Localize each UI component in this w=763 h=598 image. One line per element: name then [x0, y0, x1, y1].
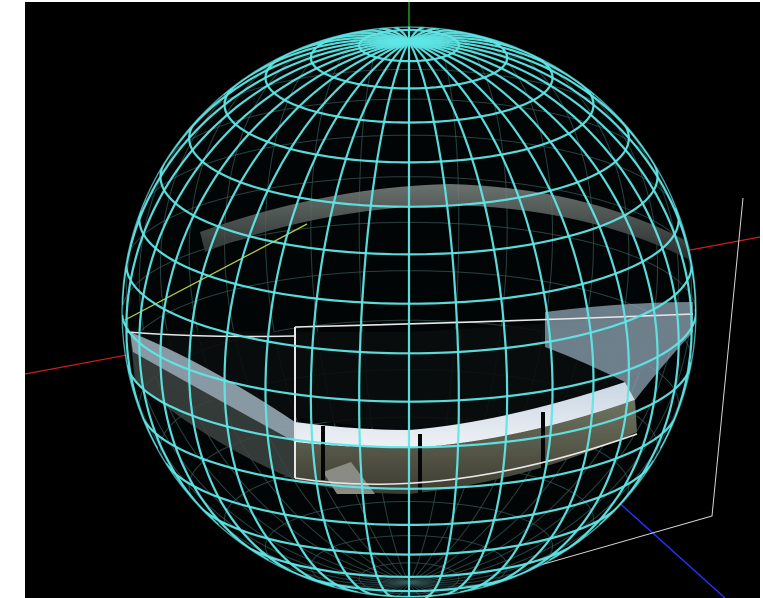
- meridian-line: [309, 40, 410, 597]
- latitude-line: [140, 415, 410, 490]
- latitude-line: [122, 314, 410, 403]
- meridian-line: [358, 40, 410, 597]
- meridian-line: [408, 40, 554, 594]
- meridian-line: [378, 27, 410, 43]
- sphere-front-grid: [122, 27, 696, 597]
- meridian-line-back: [408, 35, 595, 583]
- latitude-line: [409, 80, 595, 164]
- meridian-line: [408, 40, 693, 450]
- meridian-line-back: [188, 44, 410, 583]
- latitude-line: [408, 308, 696, 403]
- meridian-line: [360, 29, 410, 43]
- latitude-line: [409, 50, 554, 124]
- latitude-line: [187, 118, 410, 208]
- meridian-line: [408, 40, 696, 313]
- latitude-line: [408, 504, 622, 556]
- meridian-line: [408, 40, 659, 562]
- latitude-line: [239, 541, 410, 578]
- meridian-line: [159, 40, 410, 562]
- meridian-line: [122, 40, 410, 305]
- meridian-line: [338, 31, 410, 43]
- meridian-line-back: [408, 30, 553, 583]
- meridian-line: [408, 40, 460, 597]
- latitude-line-back: [264, 501, 554, 574]
- latitude-line-back: [310, 535, 508, 595]
- meridian-line: [408, 31, 480, 43]
- meridian-line: [408, 40, 631, 579]
- latitude-line-back: [140, 134, 677, 211]
- meridian-line: [408, 40, 680, 526]
- meridian-line: [408, 39, 659, 170]
- latitude-line: [223, 82, 409, 164]
- meridian-line: [223, 40, 410, 589]
- meridian-line: [159, 39, 410, 170]
- meridian-line: [408, 27, 440, 43]
- meridian-line-back: [125, 168, 410, 583]
- meridian-line: [408, 29, 458, 43]
- sphere-wireframe: [121, 26, 697, 598]
- meridian-line: [408, 40, 595, 589]
- latitude-line: [409, 258, 693, 355]
- meridian-line: [264, 40, 410, 594]
- meridian-line: [125, 40, 410, 450]
- meridian-line: [408, 40, 509, 597]
- latitude-line: [408, 361, 693, 449]
- latitude-line: [409, 207, 680, 305]
- latitude-line: [264, 51, 409, 124]
- meridian-line-back: [223, 35, 410, 583]
- meridian-line: [187, 40, 410, 579]
- latitude-line: [125, 364, 410, 449]
- scene-canvas[interactable]: [25, 2, 760, 598]
- meridian-line: [138, 40, 410, 526]
- meridian-line-back: [265, 30, 410, 583]
- latitude-line: [125, 261, 409, 355]
- latitude-line-back: [122, 221, 696, 316]
- latitude-line: [165, 462, 409, 526]
- latitude-line: [408, 160, 659, 256]
- 3d-viewport[interactable]: [25, 2, 760, 598]
